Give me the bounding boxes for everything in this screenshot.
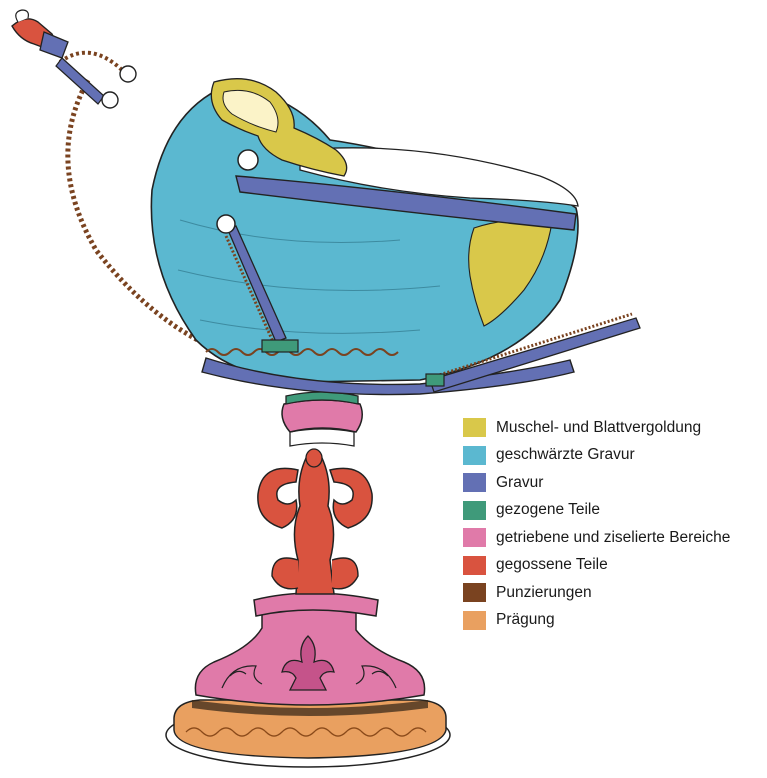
collar-white-band [290,429,354,446]
strap-ring-upper [238,150,258,170]
legend-label: getriebene und ziselierte Bereiche [496,529,730,547]
legend-item: getriebene und ziselierte Bereiche [463,524,763,552]
legend-swatch [463,583,486,602]
legend-item: Gravur [463,469,763,497]
stem-figure-head [306,449,322,467]
stem-lower-scroll-right [332,558,358,589]
stem-lower-scroll-left [272,558,298,589]
legend-label: Gravur [496,474,543,492]
legend-swatch [463,611,486,630]
legend-label: Punzierungen [496,584,592,602]
strap-ring-lower [217,215,235,233]
stem-scroll-right [330,468,372,528]
legend-label: gegossene Teile [496,556,608,574]
finial-engraved-clamp [40,32,68,58]
strap-drawn-clasp-right [426,374,444,386]
nautilus-shell [151,79,578,395]
legend-label: gezogene Teile [496,501,600,519]
legend-swatch [463,446,486,465]
legend-item: geschwärzte Gravur [463,442,763,470]
legend-item: Muschel- und Blattvergoldung [463,414,763,442]
legend-item: Punzierungen [463,579,763,607]
stem-scroll-left [258,468,298,528]
legend-label: geschwärzte Gravur [496,446,635,464]
legend-swatch [463,501,486,520]
cup-foot [166,700,450,767]
legend-swatch [463,418,486,437]
legend: Muschel- und Blattvergoldung geschwärzte… [463,414,763,634]
legend-item: gegossene Teile [463,552,763,580]
cup-base [195,593,424,705]
stem-figure [294,452,334,594]
legend-label: Muschel- und Blattvergoldung [496,419,701,437]
finial-ring-bottom [102,92,118,108]
finial [12,10,136,108]
finial-ring-top [120,66,136,82]
legend-item: gezogene Teile [463,497,763,525]
legend-item: Prägung [463,607,763,635]
legend-swatch [463,473,486,492]
legend-swatch [463,556,486,575]
strap-drawn-clasp-left [262,340,298,352]
cup-stem [258,449,372,594]
legend-label: Prägung [496,611,555,629]
stem-collar [282,392,362,446]
legend-swatch [463,528,486,547]
collar-pink-knop [282,400,362,432]
